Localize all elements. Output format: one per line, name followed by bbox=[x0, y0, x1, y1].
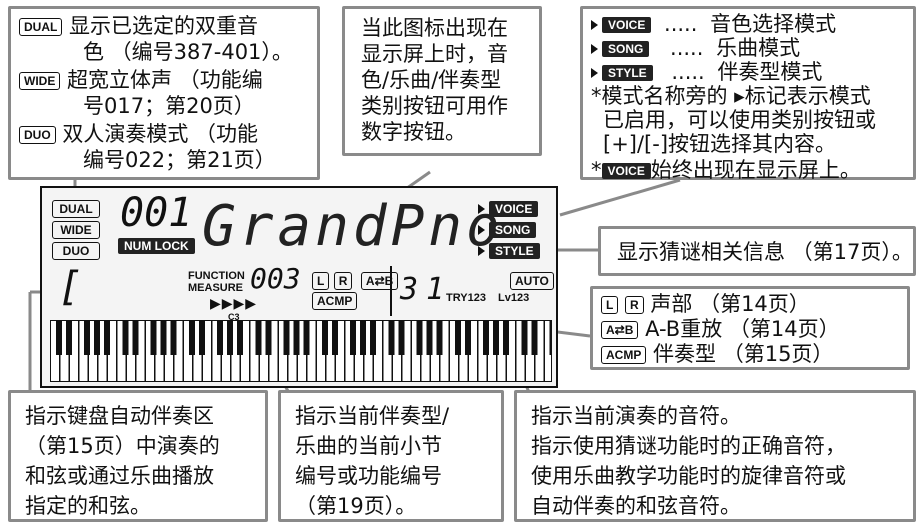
numlock-desc-4: 类别按钮可用作 bbox=[361, 94, 508, 118]
style-dots: ..... bbox=[671, 60, 705, 84]
duo-tag: DUO bbox=[19, 126, 56, 144]
ab-desc: A-B重放 （第14页） bbox=[645, 317, 840, 341]
lcd-song: SONG bbox=[489, 221, 537, 238]
dual-desc-1: 显示已选定的双重音 bbox=[69, 14, 259, 38]
callout-quiz: 显示猜谜相关信息 （第17页）。 bbox=[598, 226, 916, 276]
numlock-desc-3: 色/乐曲/伴奏型 bbox=[361, 68, 502, 92]
voice-desc: 音色选择模式 bbox=[710, 12, 837, 36]
callout-dual-wide-duo: DUAL 显示已选定的双重音 色 （编号387-401）。 WIDE 超宽立体声… bbox=[8, 6, 320, 180]
mode-arrow-icon bbox=[591, 44, 598, 54]
dual-desc-2: 色 （编号387-401）。 bbox=[83, 40, 293, 64]
lcd-song-arrow-icon bbox=[478, 224, 485, 235]
quiz-desc: 显示猜谜相关信息 （第17页）。 bbox=[617, 240, 913, 264]
lcd-duo: DUO bbox=[52, 242, 100, 260]
measure-desc-2: 乐曲的当前小节 bbox=[295, 434, 442, 458]
mode-note-4-prefix: * bbox=[591, 158, 602, 182]
lr-desc: 声部 （第14页） bbox=[650, 292, 810, 316]
dual-tag: DUAL bbox=[19, 18, 63, 36]
lcd-voice-number: 001 bbox=[120, 190, 193, 236]
lcd-lv: Lv123 bbox=[498, 292, 530, 304]
voice-tag-note: VOICE bbox=[601, 163, 651, 179]
wide-desc-2: 号017；第20页） bbox=[83, 94, 255, 118]
callout-modes: VOICE ..... 音色选择模式 SONG ..... 乐曲模式 STYLE… bbox=[580, 6, 916, 182]
notes-desc-4: 自动伴奏的和弦音符。 bbox=[531, 494, 741, 518]
l-tag: L bbox=[601, 296, 619, 314]
lcd-voice-name: GrandPno bbox=[202, 194, 504, 259]
mode-note-4: 始终出现在显示屏上。 bbox=[650, 158, 861, 182]
voice-tag: VOICE bbox=[602, 17, 652, 33]
measure-desc-4: （第19页）。 bbox=[295, 494, 417, 518]
ab-tag: A⇄B bbox=[601, 321, 639, 339]
duo-desc-1: 双人演奏模式 （功能 bbox=[62, 122, 259, 146]
notes-desc-2: 指示使用猜谜功能时的正确音符， bbox=[531, 434, 846, 458]
lcd-auto: AUTO bbox=[510, 272, 554, 290]
song-tag: SONG bbox=[602, 41, 650, 57]
measure-desc-1: 指示当前伴奏型/ bbox=[295, 404, 450, 428]
notes-desc-1: 指示当前演奏的音符。 bbox=[531, 404, 741, 428]
chord-desc-1: 指示键盘自动伴奏区 bbox=[25, 404, 214, 428]
mode-note-2: 已启用，可以使用类别按钮或 bbox=[603, 108, 876, 132]
lcd-quiz-left: 3 bbox=[400, 272, 419, 307]
lcd-l: L bbox=[312, 272, 330, 290]
lcd-wide: WIDE bbox=[52, 221, 100, 239]
mode-arrow-icon bbox=[591, 20, 598, 30]
lcd-r: R bbox=[333, 272, 353, 290]
mode-note-3: [+]/[-]按钮选择其内容。 bbox=[603, 132, 837, 156]
lcd-style-arrow-icon bbox=[478, 245, 485, 256]
song-desc: 乐曲模式 bbox=[716, 36, 801, 60]
wide-tag: WIDE bbox=[19, 72, 61, 90]
lcd-function: FUNCTION bbox=[188, 270, 245, 282]
numlock-desc-1: 当此图标出现在 bbox=[361, 16, 508, 40]
callout-notes: 指示当前演奏的音符。 指示使用猜谜功能时的正确音符， 使用乐曲教学功能时的旋律音… bbox=[514, 390, 916, 522]
acmp-tag: ACMP bbox=[601, 346, 647, 364]
callout-measure: 指示当前伴奏型/ 乐曲的当前小节 编号或功能编号 （第19页）。 bbox=[278, 390, 504, 522]
notes-desc-3: 使用乐曲教学功能时的旋律音符或 bbox=[531, 464, 846, 488]
chord-desc-3: 和弦或通过乐曲播放 bbox=[25, 464, 214, 488]
duo-desc-2: 编号022；第21页） bbox=[83, 148, 276, 172]
lcd-style: STYLE bbox=[489, 242, 540, 259]
lcd-c3: C3 bbox=[228, 312, 240, 322]
chord-desc-2: （第15页）中演奏的 bbox=[25, 434, 220, 458]
mode-arrow-icon bbox=[591, 68, 598, 78]
callout-numlock: 当此图标出现在 显示屏上时，音 色/乐曲/伴奏型 类别按钮可用作 数字按钮。 bbox=[342, 6, 542, 156]
style-tag: STYLE bbox=[602, 65, 653, 81]
r-tag: R bbox=[625, 296, 644, 314]
acmp-desc: 伴奏型 （第15页） bbox=[653, 342, 834, 366]
wide-desc-1: 超宽立体声 （功能编 bbox=[67, 68, 263, 92]
mode-note-1: *模式名称旁的 ▸标记表示模式 bbox=[591, 84, 871, 108]
beat-arrows: ▶▶▶▶ bbox=[210, 296, 258, 312]
song-dots: ..... bbox=[670, 36, 704, 60]
numlock-desc-2: 显示屏上时，音 bbox=[361, 42, 508, 66]
lcd-voice-arrow-icon bbox=[478, 203, 485, 214]
lcd-display: DUAL WIDE DUO 001 NUM LOCK GrandPno VOIC… bbox=[40, 186, 558, 388]
lcd-ab: A⇄B bbox=[360, 272, 399, 290]
measure-desc-3: 编号或功能编号 bbox=[295, 464, 442, 488]
lcd-measure: MEASURE bbox=[188, 282, 244, 294]
lcd-numlock: NUM LOCK bbox=[118, 238, 195, 254]
chord-desc-4: 指定的和弦。 bbox=[25, 494, 151, 518]
lcd-keyboard bbox=[50, 320, 552, 382]
lcd-dual: DUAL bbox=[52, 200, 100, 218]
lcd-chord: [ bbox=[58, 264, 83, 310]
lcd-voice: VOICE bbox=[489, 200, 539, 217]
lcd-acmp: ACMP bbox=[312, 292, 358, 310]
callout-chord: 指示键盘自动伴奏区 （第15页）中演奏的 和弦或通过乐曲播放 指定的和弦。 bbox=[8, 390, 268, 522]
lcd-quiz-right: 1 bbox=[426, 272, 445, 307]
callout-part-ab-acmp: L R 声部 （第14页） A⇄B A-B重放 （第14页） ACMP 伴奏型 … bbox=[590, 286, 910, 370]
voice-dots: ..... bbox=[664, 12, 698, 36]
style-desc: 伴奏型模式 bbox=[717, 60, 823, 84]
numlock-desc-5: 数字按钮。 bbox=[361, 120, 466, 144]
lcd-measure-number: 003 bbox=[250, 262, 301, 295]
lcd-try: TRY123 bbox=[446, 292, 486, 304]
